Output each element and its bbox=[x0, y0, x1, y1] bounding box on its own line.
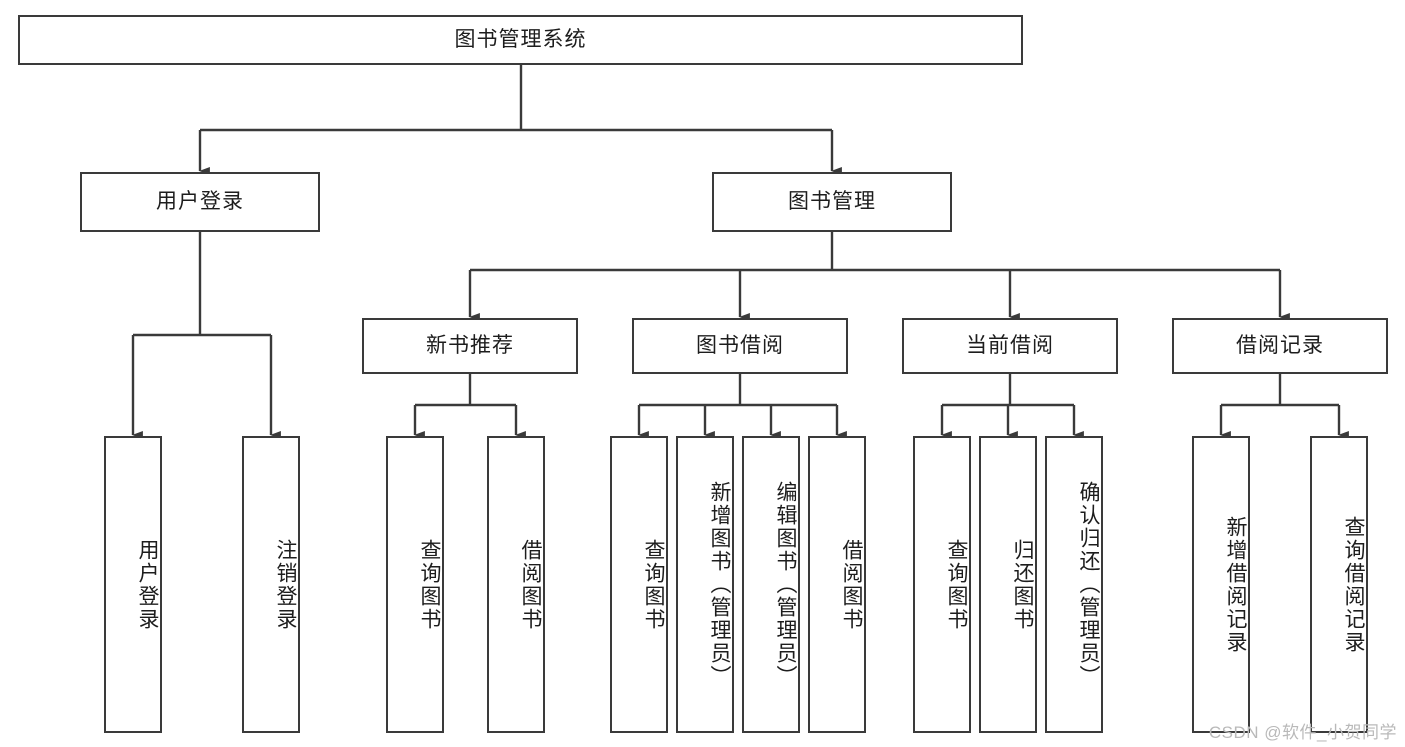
leaf-label: 查询图书 bbox=[945, 538, 968, 631]
watermark-label: CSDN @软件_小贺同学 bbox=[1208, 723, 1397, 742]
level3-label: 借阅记录 bbox=[1236, 334, 1324, 358]
root-box: 图书管理系统 bbox=[18, 15, 1023, 65]
level3-box: 借阅记录 bbox=[1172, 318, 1388, 374]
leaf-label: 用户登录 bbox=[136, 538, 159, 631]
leaf-label: 查询图书 bbox=[418, 538, 441, 631]
leaf-box: 确认归还（管理员） bbox=[1045, 436, 1103, 733]
leaf-box: 查询借阅记录 bbox=[1310, 436, 1368, 733]
leaf-box: 查询图书 bbox=[386, 436, 444, 733]
leaf-label: 注销登录 bbox=[274, 538, 297, 631]
leaf-label: 新增图书（管理员） bbox=[708, 481, 731, 688]
leaf-label: 归还图书 bbox=[1011, 538, 1034, 631]
leaf-label: 查询图书 bbox=[642, 538, 665, 631]
leaf-box: 用户登录 bbox=[104, 436, 162, 733]
level3-label: 图书借阅 bbox=[696, 334, 784, 358]
level2-label: 用户登录 bbox=[156, 190, 244, 214]
level2-label: 图书管理 bbox=[788, 190, 876, 214]
leaf-label: 确认归还（管理员） bbox=[1077, 481, 1100, 688]
leaf-box: 新增借阅记录 bbox=[1192, 436, 1250, 733]
leaf-label: 借阅图书 bbox=[840, 538, 863, 631]
root-label: 图书管理系统 bbox=[454, 28, 587, 52]
leaf-box: 新增图书（管理员） bbox=[676, 436, 734, 733]
leaf-box: 编辑图书（管理员） bbox=[742, 436, 800, 733]
level3-box: 新书推荐 bbox=[362, 318, 578, 374]
level2-box: 用户登录 bbox=[80, 172, 320, 232]
leaf-label: 编辑图书（管理员） bbox=[774, 481, 797, 688]
leaf-box: 查询图书 bbox=[913, 436, 971, 733]
level3-label: 新书推荐 bbox=[426, 334, 514, 358]
level3-label: 当前借阅 bbox=[966, 334, 1054, 358]
level3-box: 当前借阅 bbox=[902, 318, 1118, 374]
level3-box: 图书借阅 bbox=[632, 318, 848, 374]
leaf-label: 借阅图书 bbox=[519, 538, 542, 631]
leaf-box: 查询图书 bbox=[610, 436, 668, 733]
leaf-label: 新增借阅记录 bbox=[1224, 515, 1247, 654]
leaf-box: 借阅图书 bbox=[808, 436, 866, 733]
level2-box: 图书管理 bbox=[712, 172, 952, 232]
leaf-box: 注销登录 bbox=[242, 436, 300, 733]
leaf-label: 查询借阅记录 bbox=[1342, 515, 1365, 654]
leaf-box: 归还图书 bbox=[979, 436, 1037, 733]
leaf-box: 借阅图书 bbox=[487, 436, 545, 733]
